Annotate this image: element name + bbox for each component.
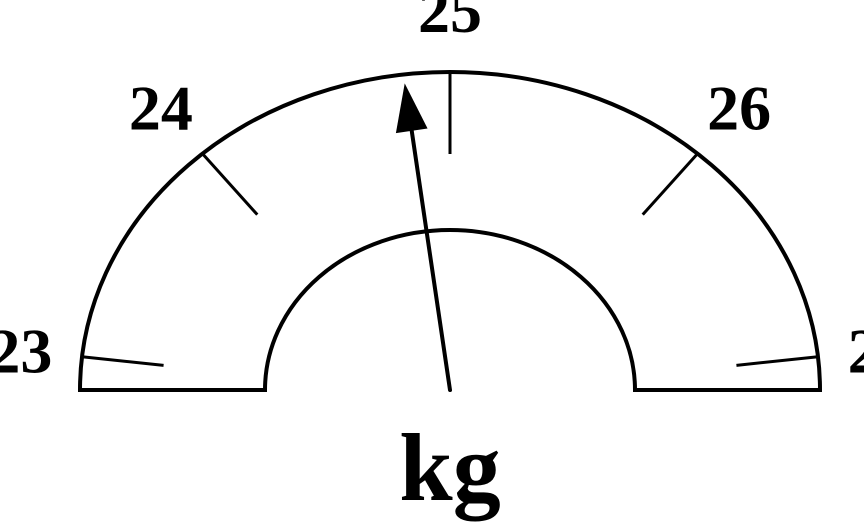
dial-outline xyxy=(77,70,823,392)
tick-label-26: 26 xyxy=(707,73,771,144)
needle-arrowhead xyxy=(395,83,428,134)
unit-label: kg xyxy=(399,414,500,521)
tick-label-23: 23 xyxy=(0,315,52,386)
tick-labels: 23 24 25 26 27 xyxy=(0,0,864,386)
tick-marks xyxy=(81,72,819,367)
tick-mark-27 xyxy=(736,355,819,367)
needle-shaft xyxy=(409,128,452,392)
tick-label-24: 24 xyxy=(129,73,193,144)
pointer-needle xyxy=(395,83,452,392)
tick-mark-24 xyxy=(201,152,259,216)
tick-mark-26 xyxy=(641,152,699,216)
tick-label-25: 25 xyxy=(418,0,482,46)
tick-label-27: 27 xyxy=(848,315,864,386)
tick-mark-23 xyxy=(81,355,164,367)
